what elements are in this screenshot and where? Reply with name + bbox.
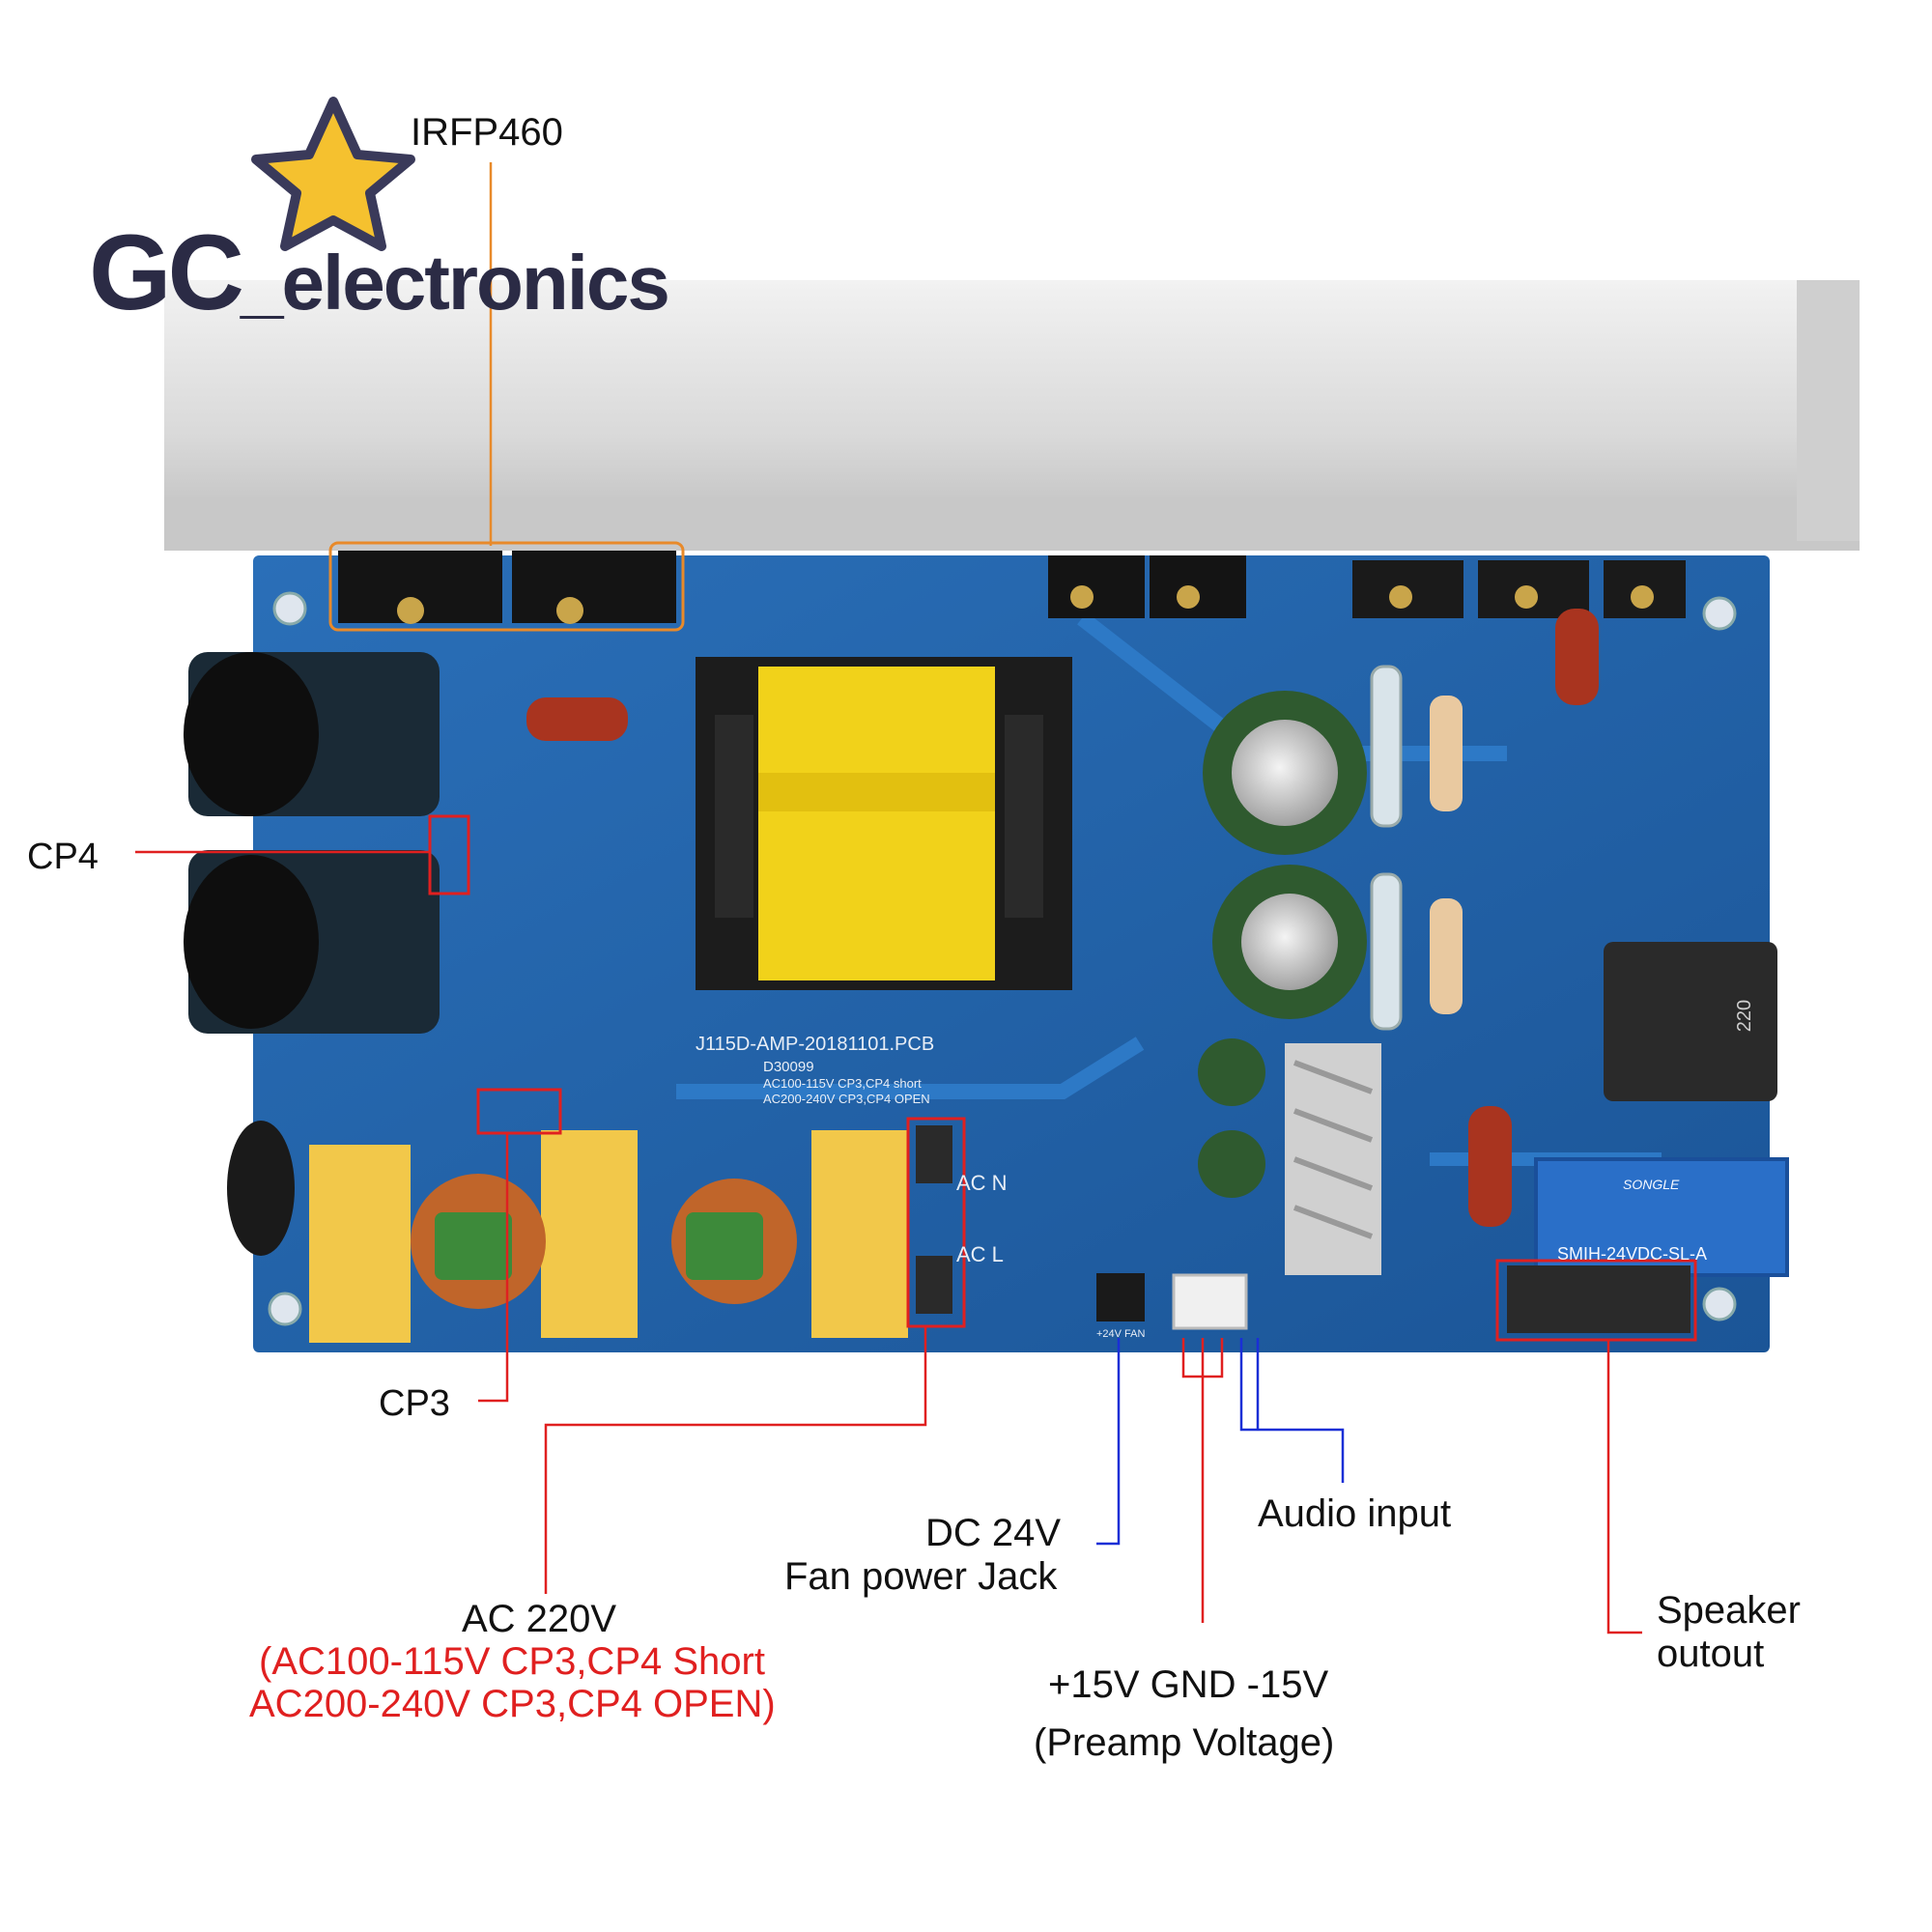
cp3-label: CP3 — [379, 1383, 450, 1424]
relay-model: SMIH-24VDC-SL-A — [1557, 1244, 1708, 1264]
output-inductor — [1604, 942, 1777, 1101]
film-capacitors — [526, 609, 1599, 1227]
filter-capacitors — [184, 652, 440, 1034]
star-icon — [251, 97, 415, 251]
cp4-label: CP4 — [27, 837, 99, 877]
ac220v-note-1: (AC100-115V CP3,CP4 Short — [259, 1640, 765, 1683]
preamp-voltage-note: (Preamp Voltage) — [1034, 1721, 1335, 1764]
green-capacitors — [1198, 691, 1367, 1198]
inductor-marking: 220 — [1734, 999, 1756, 1033]
fan-power-jack-label: Fan power Jack — [784, 1555, 1058, 1598]
brand-wordmark-secondary: _electronics — [241, 240, 670, 326]
speaker-output-highlight — [1495, 1259, 1697, 1342]
ac220v-title: AC 220V — [462, 1598, 617, 1640]
relay — [1534, 1157, 1789, 1277]
board-code: D30099 — [763, 1059, 814, 1075]
dc24v-label: DC 24V — [925, 1512, 1062, 1554]
preamp-voltage-label: +15V GND -15V — [1048, 1663, 1329, 1706]
fuses — [1370, 665, 1463, 1031]
mosfet-row — [338, 551, 1686, 624]
ac-l-silkscreen: AC L — [956, 1242, 1004, 1266]
brand-wordmark-primary: GC — [89, 213, 244, 332]
warning-line-1: AC100-115V CP3,CP4 short — [763, 1076, 922, 1091]
irfp460-highlight — [328, 541, 685, 632]
speaker-output-label-line1: Speaker — [1657, 1589, 1801, 1632]
terminals — [916, 1125, 1690, 1333]
callout-lines — [135, 162, 1642, 1634]
ac220v-note-2: AC200-240V CP3,CP4 OPEN) — [249, 1683, 776, 1725]
ac-terminal-highlight — [906, 1117, 966, 1328]
cp4-highlight — [428, 814, 470, 895]
ac-n-silkscreen: AC N — [956, 1171, 1008, 1195]
irfp460-label: IRFP460 — [411, 111, 563, 154]
emi-filter — [227, 1121, 908, 1343]
regulator-heatsink — [1285, 1043, 1381, 1275]
transformer — [696, 657, 1072, 990]
fan-connector-silkscreen: +24V FAN — [1096, 1328, 1146, 1340]
brand-wordmark: GC_electronics — [89, 220, 670, 327]
speaker-output-label-line2: outout — [1657, 1633, 1765, 1675]
relay-brand: SONGLE — [1623, 1177, 1680, 1192]
cp3-highlight — [476, 1088, 562, 1135]
pcb-marking: J115D-AMP-20181101.PCB — [696, 1034, 935, 1055]
warning-line-2: AC200-240V CP3,CP4 OPEN — [763, 1092, 930, 1106]
heatsink — [164, 280, 1860, 551]
audio-input-label: Audio input — [1258, 1492, 1452, 1535]
